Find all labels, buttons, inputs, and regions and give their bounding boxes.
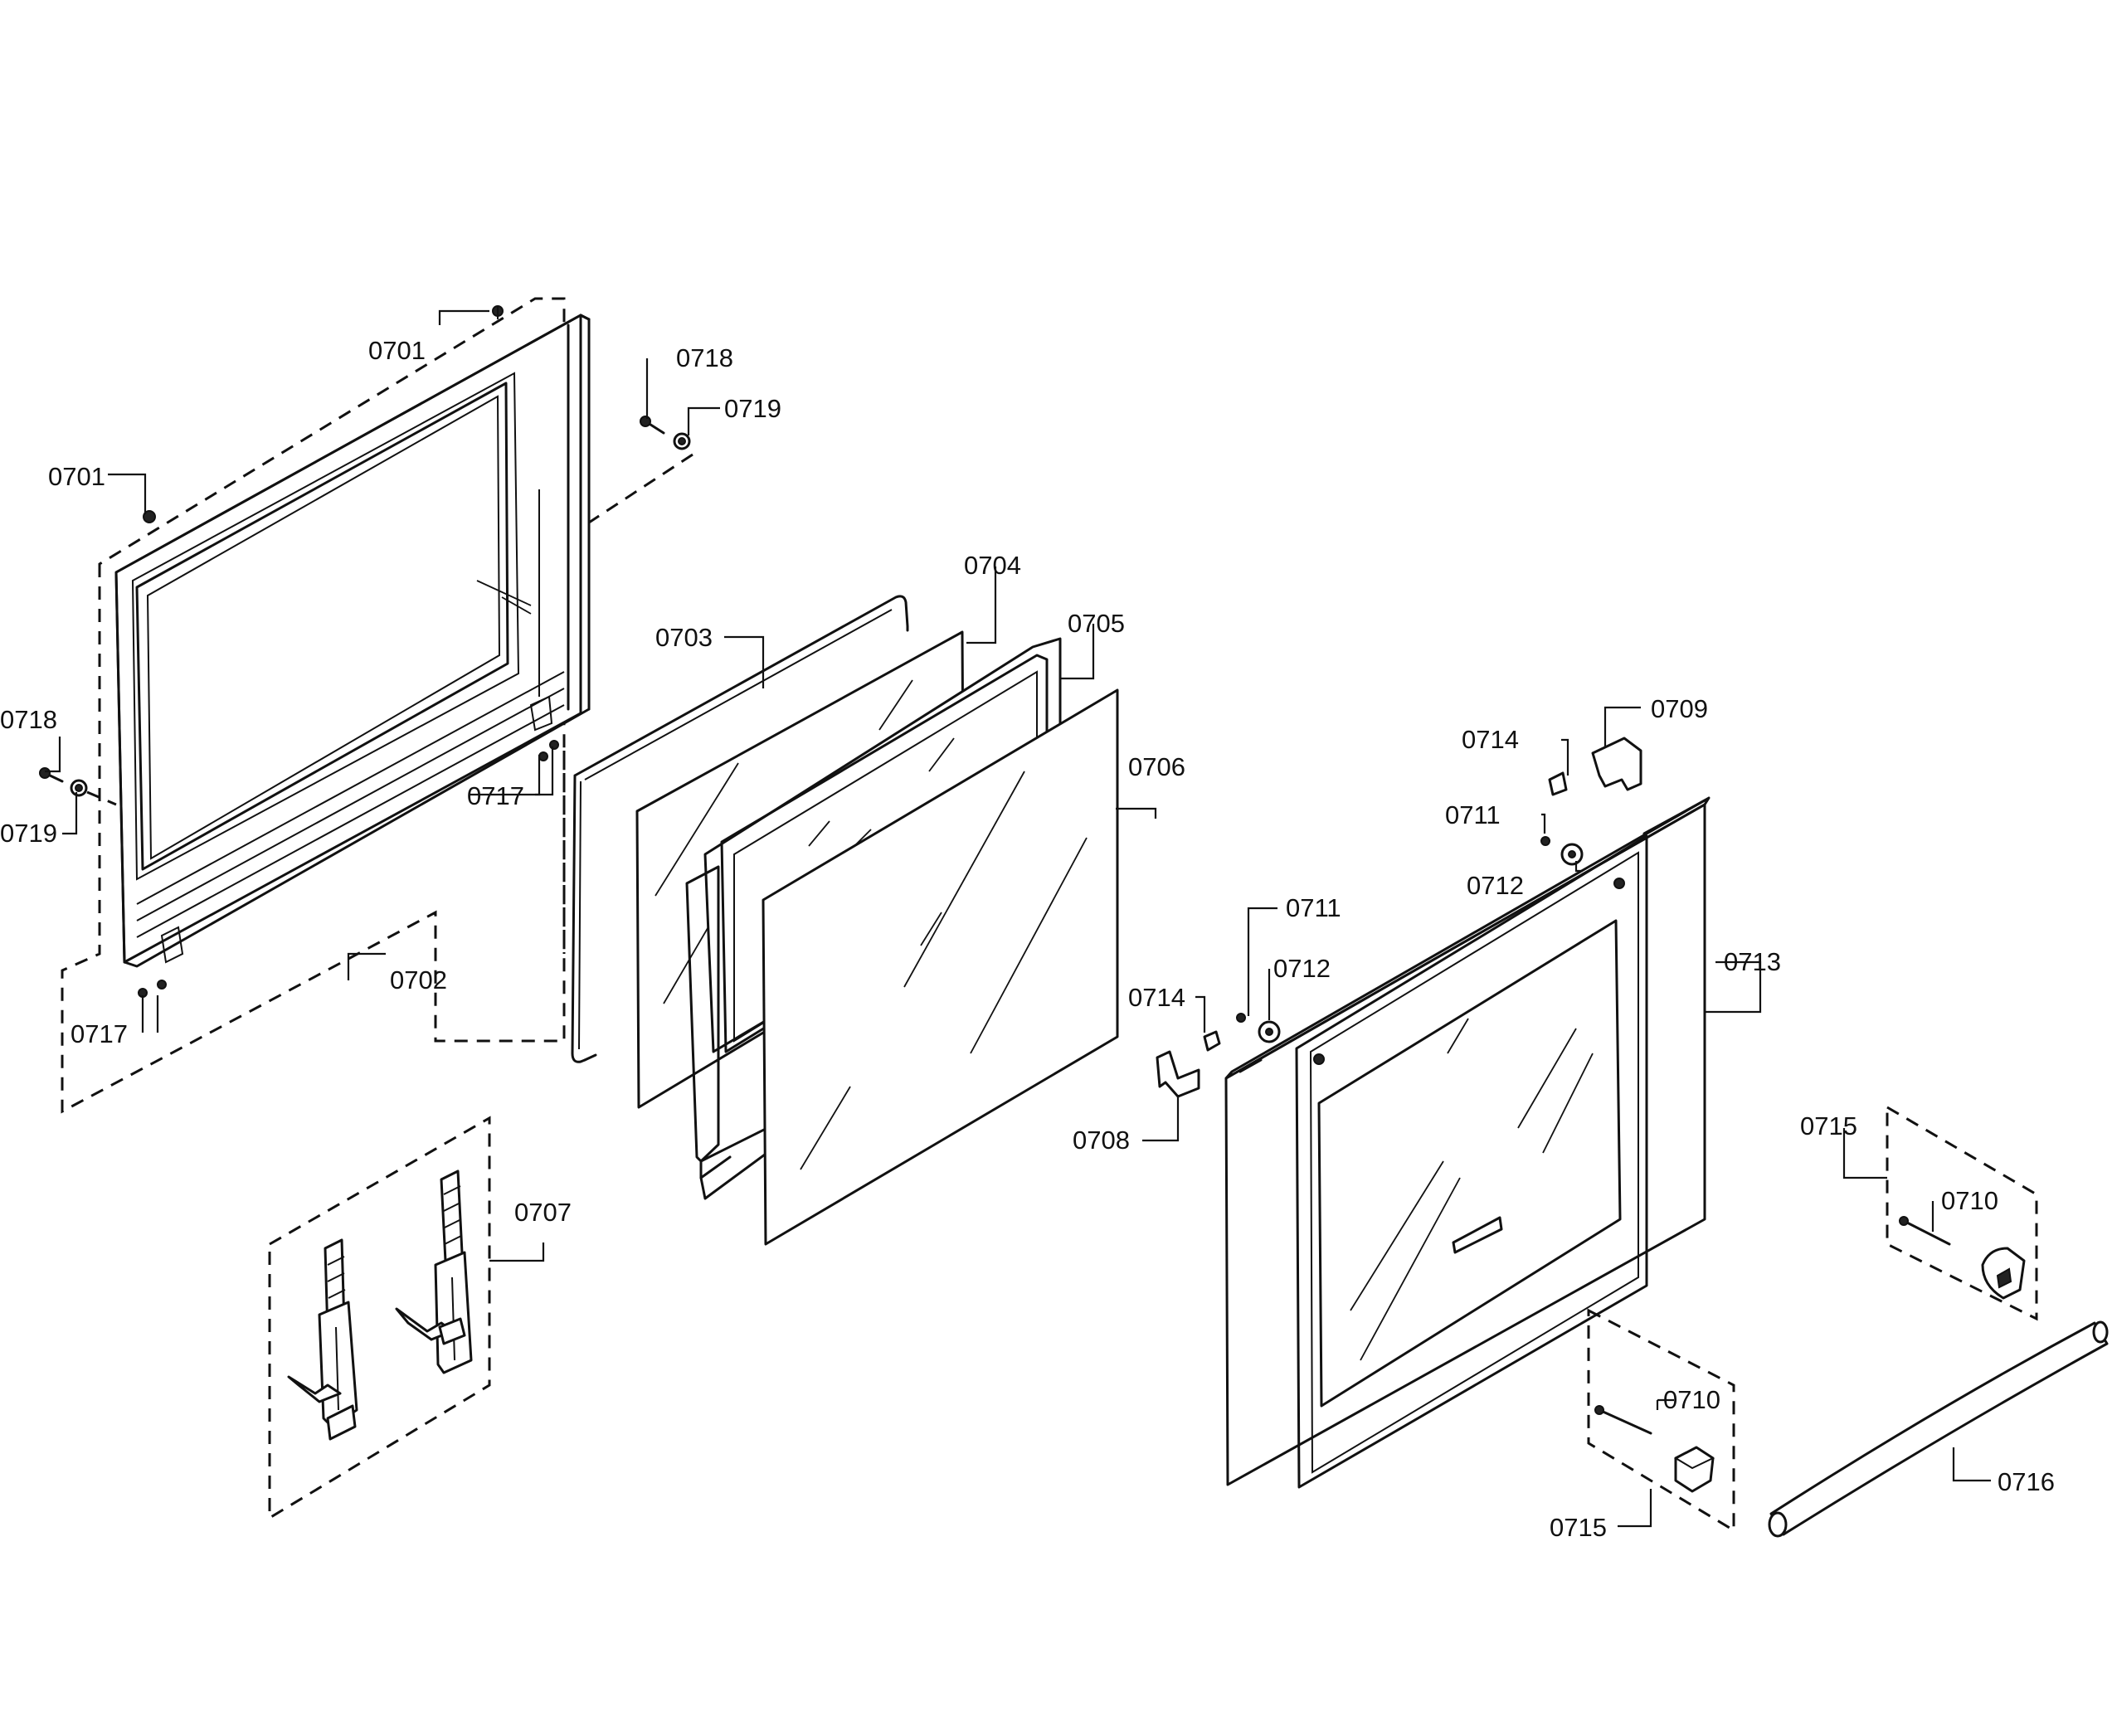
hinge-left [287, 1238, 358, 1441]
part-number-labels: 0701 0701 0718 0719 0718 0719 0717 0717 … [0, 336, 2055, 1542]
outer-door-panel [1224, 796, 1711, 1489]
leader-lines [45, 309, 1991, 1528]
inner-door-frame [61, 297, 591, 1114]
label-0712-right: 0712 [1467, 871, 1524, 900]
label-0703: 0703 [655, 623, 713, 652]
label-0705: 0705 [1068, 609, 1125, 638]
label-0701-top: 0701 [368, 336, 426, 365]
door-gasket [571, 595, 909, 1063]
label-0706: 0706 [1128, 752, 1185, 781]
label-0702: 0702 [390, 965, 447, 994]
label-0710-bottom: 0710 [1663, 1385, 1720, 1414]
label-0701-left: 0701 [48, 462, 105, 491]
label-0719-left: 0719 [0, 819, 57, 848]
label-0715-bottom: 0715 [1550, 1513, 1607, 1542]
label-0708: 0708 [1073, 1126, 1130, 1155]
glass-panel-outer [762, 688, 1119, 1246]
label-0711-left: 0711 [1286, 893, 1341, 922]
label-0707: 0707 [514, 1198, 572, 1227]
label-0713: 0713 [1724, 947, 1781, 976]
handle-mount-left [1587, 1308, 1735, 1533]
screw-washer-top [588, 416, 693, 524]
label-0710-top: 0710 [1941, 1186, 1998, 1215]
label-0715-top: 0715 [1800, 1111, 1857, 1140]
door-hinges [268, 1116, 491, 1520]
label-0712-left: 0712 [1273, 954, 1331, 983]
label-0718-top: 0718 [676, 343, 733, 372]
label-0704: 0704 [964, 551, 1021, 580]
hinge-right [395, 1169, 473, 1374]
handle-mount-right [1886, 1105, 2038, 1321]
label-0717-left: 0717 [71, 1019, 128, 1048]
handle-bracket-right [1540, 737, 1642, 866]
label-0716: 0716 [1998, 1467, 2055, 1496]
label-0711-right: 0711 [1445, 800, 1501, 829]
door-handle-bar [1768, 1320, 2109, 1538]
label-0717-right: 0717 [467, 781, 524, 810]
label-0714-left: 0714 [1128, 983, 1185, 1012]
label-0714-right: 0714 [1462, 725, 1519, 754]
screw-washer-left [39, 767, 117, 806]
label-0719-top: 0719 [724, 394, 781, 423]
label-0709: 0709 [1651, 694, 1708, 723]
handle-bracket-left [1156, 1013, 1281, 1098]
label-0718-left: 0718 [0, 705, 57, 734]
